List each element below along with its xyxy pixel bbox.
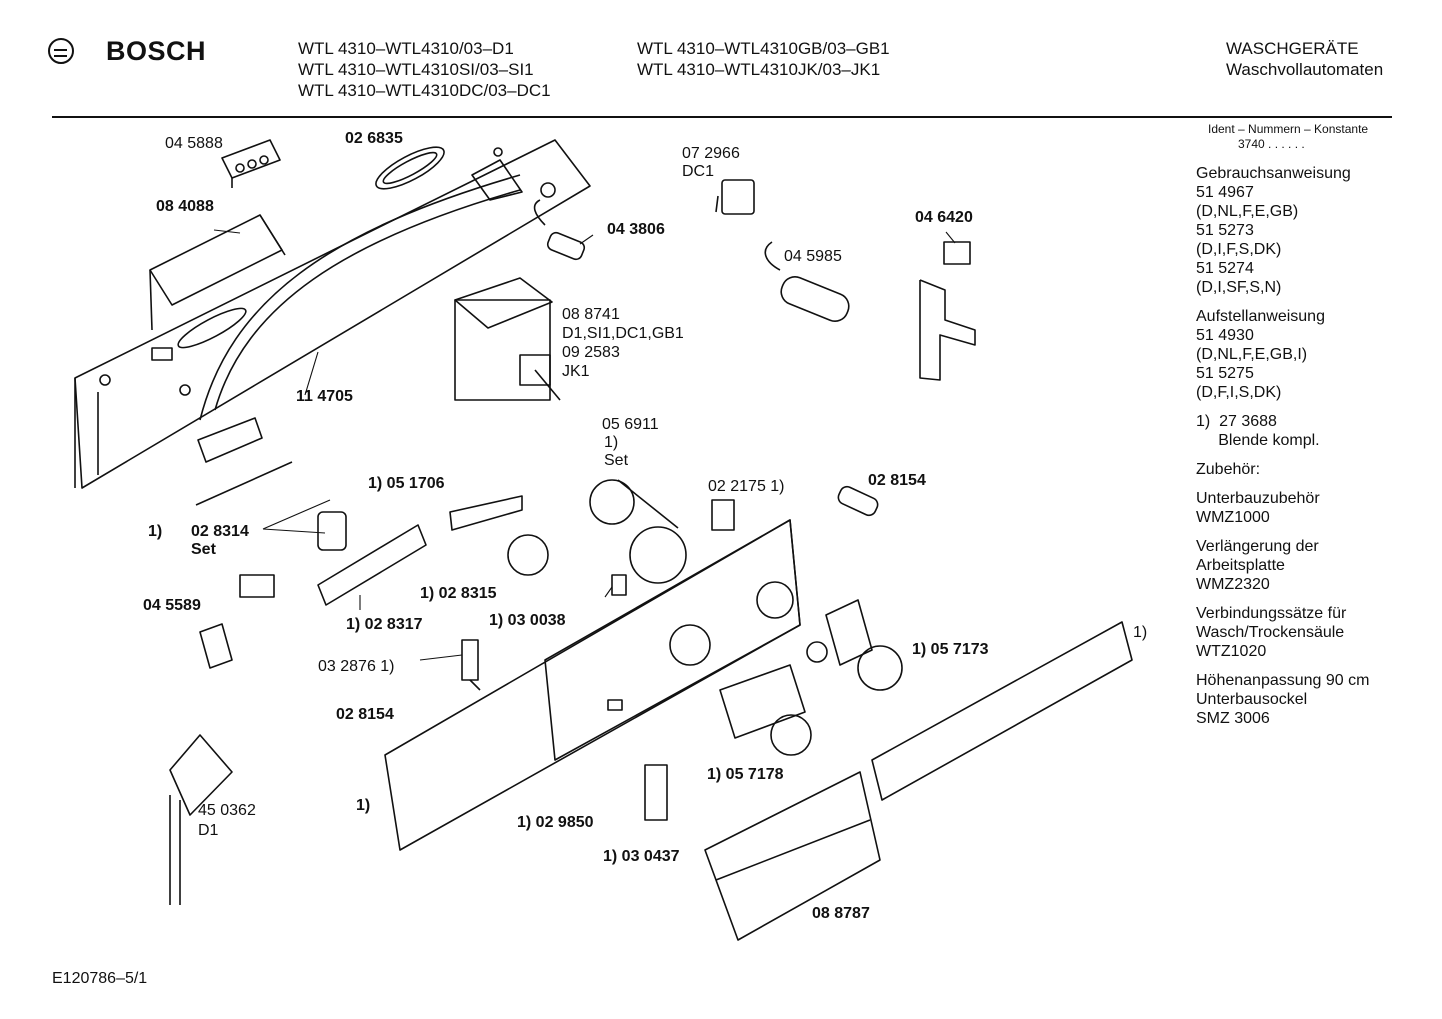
relay-part (715, 179, 755, 215)
category-title: WASCHGERÄTE (1226, 39, 1359, 58)
part-label: 1) 05 7173 (912, 641, 989, 658)
part-label: 04 6420 (915, 209, 973, 226)
sidebar-line: Arbeitsplatte (1196, 557, 1285, 574)
category-subtitle: Waschvollautomaten (1226, 60, 1384, 79)
programmer-timer-part (454, 277, 561, 401)
bosch-logo-icon (48, 38, 74, 64)
part-label: 1) 03 0437 (603, 848, 680, 865)
part-label: Set (191, 541, 216, 558)
mounting-bracket-part (919, 241, 976, 381)
misc-parts (195, 417, 879, 691)
front-panel-part (384, 519, 903, 851)
panel-frame-part (74, 139, 591, 489)
part-label: 03 2876 1) (318, 658, 395, 675)
part-label: 05 6911 (602, 416, 659, 433)
terminal-block-part (221, 139, 281, 188)
part-label: 02 6835 (345, 130, 403, 147)
part-label: 04 5985 (784, 248, 842, 265)
facia-strip-part (871, 621, 1133, 801)
part-label: 08 8741 (562, 306, 620, 323)
part-label: 02 8154 (336, 706, 394, 723)
part-label: 1) (356, 797, 371, 814)
ident-title: Ident – Nummern – Konstante (1208, 122, 1369, 136)
part-label: 1) (1133, 624, 1148, 641)
bracket-part (149, 214, 286, 331)
category-block: WASCHGERÄTE Waschvollautomaten (1226, 38, 1383, 80)
model-line: WTL 4310–WTL4310/03–D1 (298, 39, 514, 58)
part-label: 07 2966 (682, 145, 740, 162)
sidebar-line: Verbindungssätze für (1196, 605, 1347, 622)
sidebar-line: Gebrauchsanweisung (1196, 165, 1351, 182)
sidebar-line: 51 5273 (1196, 222, 1254, 239)
part-label: 04 5888 (165, 135, 223, 152)
drawer-front-part (704, 771, 881, 941)
sidebar-line: Verlängerung der (1196, 538, 1319, 555)
header-rule (52, 116, 1392, 118)
mains-plug-part (169, 734, 233, 905)
suppressor-part (533, 199, 586, 261)
part-label: 08 8787 (812, 905, 870, 922)
part-label: 09 2583 (562, 344, 620, 361)
part-label: 1) (604, 434, 619, 451)
brand-name: BOSCH (106, 36, 207, 66)
sidebar-line: 51 5274 (1196, 260, 1254, 277)
sidebar-line: (D,NL,F,E,GB,I) (1196, 346, 1308, 363)
document-code: E120786–5/1 (52, 970, 148, 987)
part-label: 08 4088 (156, 198, 214, 215)
part-label: 02 2175 1) (708, 478, 785, 495)
part-label: D1,SI1,DC1,GB1 (562, 325, 684, 342)
part-label: 04 3806 (607, 221, 665, 238)
sidebar-line: 51 4967 (1196, 184, 1254, 201)
part-label: 1) 02 9850 (517, 814, 594, 831)
ident-value: 3740 . . . . . . (1238, 137, 1305, 151)
part-label: 1) 02 8317 (346, 616, 423, 633)
sidebar-line: Unterbauzubehör (1196, 490, 1320, 507)
part-label: 11 4705 (296, 388, 353, 405)
sidebar-line: (D,F,I,S,DK) (1196, 384, 1282, 401)
sidebar-line: Unterbausockel (1196, 691, 1308, 708)
model-list-2: WTL 4310–WTL4310GB/03–GB1 WTL 4310–WTL43… (637, 38, 890, 80)
part-label: D1 (198, 822, 219, 839)
model-line: WTL 4310–WTL4310SI/03–SI1 (298, 60, 534, 79)
sidebar-line: 51 5275 (1196, 365, 1254, 382)
leader-lines (213, 229, 956, 661)
sidebar-line: Wasch/Trockensäule (1196, 624, 1345, 641)
sidebar-line: SMZ 3006 (1196, 710, 1270, 727)
sidebar-line: (D,I,F,S,DK) (1196, 241, 1282, 258)
sidebar-line: Aufstellanweisung (1196, 308, 1325, 325)
part-label: 1) 05 7178 (707, 766, 784, 783)
sidebar-line: 1) 27 3688 (1196, 413, 1277, 430)
part-label: 1) (148, 523, 163, 540)
part-label: 04 5589 (143, 597, 201, 614)
part-label: 1) 02 8315 (420, 585, 497, 602)
part-label: 1) 03 0038 (489, 612, 566, 629)
model-line: WTL 4310–WTL4310DC/03–DC1 (298, 81, 551, 100)
part-label: 1) 05 1706 (368, 475, 445, 492)
model-line: WTL 4310–WTL4310GB/03–GB1 (637, 39, 890, 58)
model-line: WTL 4310–WTL4310JK/03–JK1 (637, 60, 881, 79)
sidebar-notes: Gebrauchsanweisung 51 4967 (D,NL,F,E,GB) 51… (1196, 164, 1369, 728)
sidebar-line: Blende kompl. (1196, 432, 1320, 449)
sidebar-line: WMZ2320 (1196, 576, 1270, 593)
gasket-part (375, 146, 445, 190)
sidebar-line: (D,NL,F,E,GB) (1196, 203, 1299, 220)
sidebar-line: WTZ1020 (1196, 643, 1267, 660)
sidebar-line: Zubehör: (1196, 461, 1261, 478)
sidebar-line: (D,I,SF,S,N) (1196, 279, 1282, 296)
capacitor-part (764, 241, 850, 322)
part-label: DC1 (682, 163, 715, 180)
part-label: Set (604, 452, 629, 469)
sidebar-line: Höhenanpassung 90 cm (1196, 672, 1370, 689)
part-label: 45 0362 (198, 802, 256, 819)
part-label: JK1 (562, 363, 590, 380)
model-list-1: WTL 4310–WTL4310/03–D1 WTL 4310–WTL4310S… (298, 38, 551, 101)
sidebar-line: WMZ1000 (1196, 509, 1270, 526)
part-label: 02 8154 (868, 472, 926, 489)
sidebar-line: 51 4930 (1196, 327, 1254, 344)
part-label: 02 8314 (191, 523, 249, 540)
